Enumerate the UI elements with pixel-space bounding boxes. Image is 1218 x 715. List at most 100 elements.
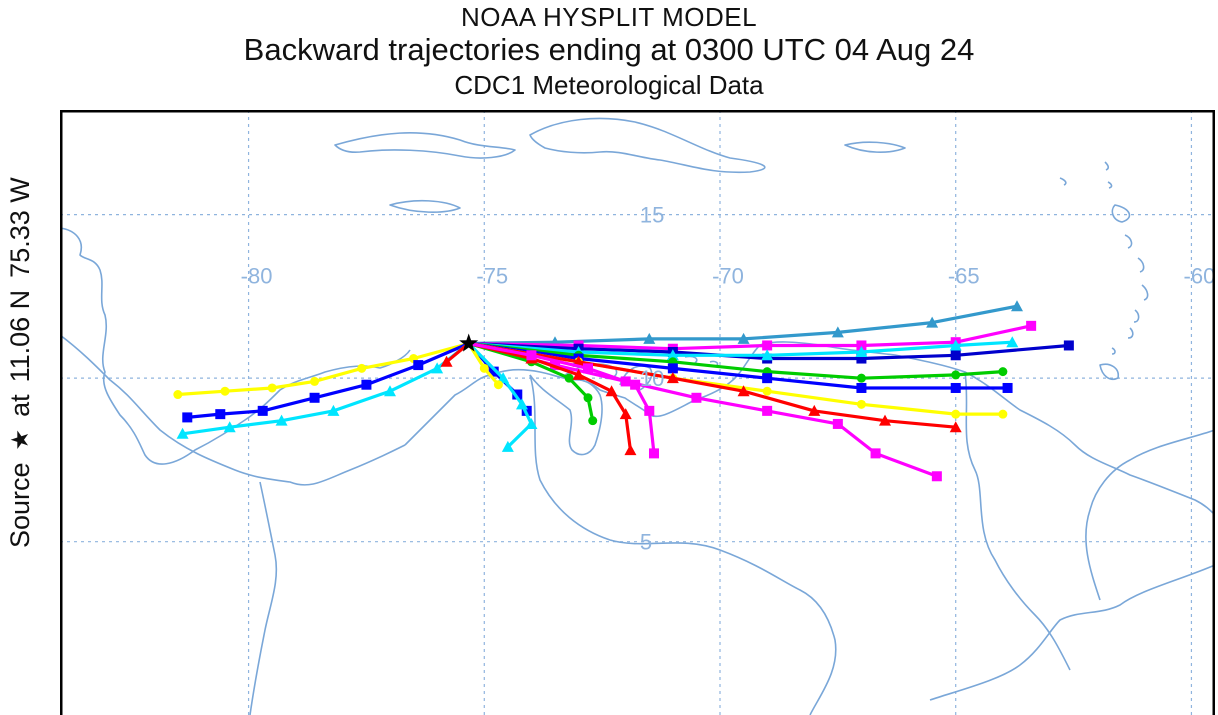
- trajectory-marker: [951, 370, 961, 380]
- trajectory-marker: [223, 421, 236, 433]
- trajectory-marker: [951, 409, 961, 419]
- trajectory-marker: [526, 350, 537, 361]
- trajectory-marker: [176, 427, 189, 439]
- trajectory-layer: [173, 300, 1074, 482]
- trajectory-marker: [619, 408, 632, 420]
- longitude-tick-label: -65: [948, 263, 980, 288]
- trajectory-marker: [257, 405, 268, 416]
- source-prefix: Source: [5, 462, 35, 548]
- border-guyana-suriname: [1085, 429, 1215, 601]
- trajectory-marker: [1002, 382, 1013, 393]
- trajectory-marker: [931, 471, 942, 482]
- source-longitude: 75.33 W: [5, 177, 35, 278]
- trajectory-marker: [361, 379, 372, 390]
- trajectory-marker: [762, 405, 773, 416]
- map-frame: [60, 110, 1215, 715]
- trajectory-marker: [357, 363, 367, 373]
- coastline-lesser-antilles: [1059, 161, 1149, 355]
- trajectory-map: -80 -75 -70 -65 -60 15 10 5: [60, 110, 1215, 715]
- trajectory-marker: [1026, 320, 1037, 331]
- border-venezuela-guyana: [964, 371, 1071, 671]
- border-brazil: [929, 564, 1215, 701]
- trajectory-marker: [512, 389, 523, 400]
- trajectory-marker: [1063, 340, 1074, 351]
- coastline-hispaniola: [529, 117, 766, 174]
- trajectory-marker: [413, 360, 424, 371]
- trajectory-marker: [666, 349, 679, 361]
- source-at: at: [5, 394, 35, 417]
- longitude-tick-label: -70: [712, 263, 744, 288]
- trajectory-marker: [479, 363, 489, 373]
- trajectory-marker: [309, 392, 320, 403]
- trajectory-marker: [762, 373, 773, 384]
- map-subtitle: Backward trajectories ending at 0300 UTC…: [243, 32, 975, 67]
- trajectory-marker: [998, 367, 1008, 377]
- trajectory-marker: [275, 414, 288, 426]
- trajectory-marker: [762, 340, 773, 351]
- trajectory-marker: [950, 382, 961, 393]
- trajectory-marker: [649, 448, 659, 459]
- trajectory-marker: [215, 409, 226, 420]
- trajectory-line: [467, 341, 632, 452]
- trajectory-marker: [856, 353, 867, 364]
- trajectory-marker: [583, 363, 593, 374]
- trajectory-marker: [644, 405, 655, 416]
- coastline-maracaibo: [529, 374, 603, 456]
- trajectory-marker: [855, 346, 868, 357]
- trajectory-marker: [666, 372, 679, 384]
- longitude-tick-label: -80: [241, 263, 273, 288]
- trajectory-marker: [572, 368, 585, 380]
- trajectory-marker: [182, 412, 193, 423]
- trajectory-marker: [1011, 300, 1023, 312]
- coastline-central-america-south: [60, 334, 406, 486]
- trajectory-marker: [630, 379, 641, 390]
- trajectory-line: [467, 341, 656, 455]
- border-colombia-venezuela: [529, 374, 837, 715]
- longitude-tick-label: -75: [476, 263, 508, 288]
- trajectory-marker: [667, 363, 678, 374]
- trajectory-marker: [926, 316, 939, 328]
- source-location-label: Source ★ at 11.06 N 75.33 W: [5, 177, 36, 548]
- star-icon: ★: [7, 428, 34, 451]
- trajectory-marker: [691, 392, 702, 403]
- trajectory-marker: [497, 372, 510, 384]
- trajectory-marker: [949, 421, 962, 433]
- coastline-trinidad: [1099, 363, 1120, 381]
- trajectory-marker: [1006, 336, 1019, 348]
- trajectory-marker: [832, 418, 843, 429]
- trajectory-marker: [831, 326, 844, 338]
- trajectory-marker: [856, 382, 867, 393]
- trajectory-marker: [488, 366, 499, 377]
- trajectory-marker: [856, 373, 866, 383]
- longitude-tick-label: -60: [1184, 263, 1215, 288]
- trajectory-marker: [737, 385, 750, 397]
- map-title: NOAA HYSPLIT MODEL: [460, 2, 758, 32]
- coastline-jamaica: [389, 199, 461, 213]
- trajectory-marker: [737, 332, 750, 344]
- trajectory-marker: [440, 355, 453, 367]
- trajectory-marker: [327, 404, 340, 416]
- trajectory-marker: [949, 339, 962, 351]
- trajectory-marker: [588, 416, 598, 426]
- trajectory-marker: [856, 340, 867, 351]
- trajectory-marker: [310, 376, 320, 386]
- trajectory-marker: [583, 393, 593, 403]
- trajectory-marker: [624, 444, 637, 456]
- trajectory-marker: [501, 440, 514, 452]
- coastline-pacific-colombia: [249, 481, 278, 715]
- latitude-tick-label: 5: [640, 530, 652, 555]
- trajectory-marker: [267, 383, 277, 393]
- trajectory-line: [467, 341, 939, 478]
- trajectory-marker: [808, 404, 821, 416]
- coastline-south-america-north: [404, 341, 1215, 516]
- latitude-tick-label: 15: [640, 203, 664, 228]
- trajectory-marker: [605, 385, 618, 397]
- latitude-tick-label: 10: [640, 366, 664, 391]
- trajectory-marker: [384, 385, 396, 397]
- trajectory-marker: [870, 448, 881, 459]
- source-latitude: 11.06 N: [5, 289, 35, 383]
- coastline-puerto-rico: [844, 141, 906, 153]
- trajectory-marker: [516, 398, 528, 410]
- data-source-title: CDC1 Meteorological Data: [454, 70, 764, 100]
- axis-labels: -80 -75 -70 -65 -60 15 10 5: [241, 203, 1215, 555]
